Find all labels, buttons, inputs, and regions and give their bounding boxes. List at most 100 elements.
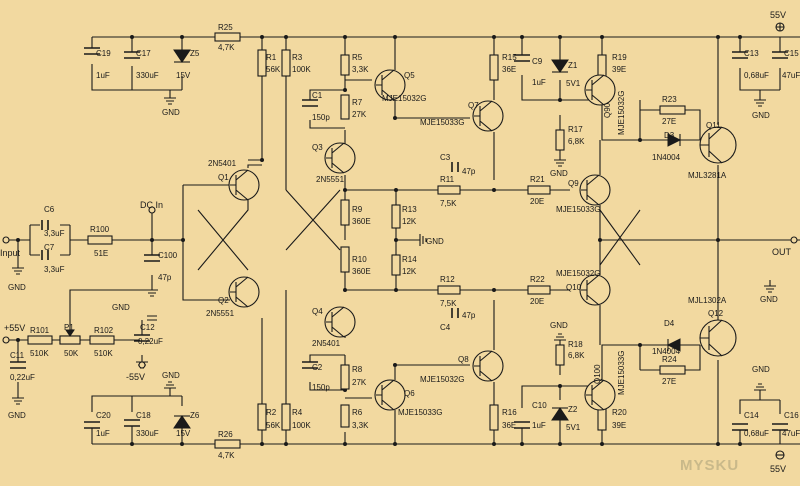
svg-text:100K: 100K [292,421,311,430]
q11-symbol [699,126,737,164]
q7-symbol [472,100,504,132]
svg-text:R14: R14 [402,255,417,264]
svg-text:C4: C4 [440,323,451,332]
svg-text:MJE15033G: MJE15033G [617,351,626,395]
svg-text:D3: D3 [664,131,675,140]
input-rail-pos: +55V [4,323,25,333]
svg-text:R10: R10 [352,255,367,264]
svg-text:Q9: Q9 [568,179,579,188]
svg-text:R24: R24 [662,355,677,364]
terminals [2,22,798,460]
svg-text:MJL1302A: MJL1302A [688,296,727,305]
resistor-bodies [27,32,686,449]
svg-text:1uF: 1uF [96,429,110,438]
svg-text:47uF: 47uF [782,429,800,438]
svg-text:C11: C11 [10,351,25,360]
svg-text:Q100: Q100 [593,364,602,384]
svg-text:C2: C2 [312,363,323,372]
svg-text:510K: 510K [30,349,49,358]
svg-text:47uF: 47uF [782,71,800,80]
svg-text:27K: 27K [352,110,367,119]
svg-text:7,5K: 7,5K [440,299,457,308]
svg-text:R11: R11 [440,175,455,184]
svg-text:2N5401: 2N5401 [312,339,341,348]
svg-text:C100: C100 [158,251,178,260]
svg-text:5V1: 5V1 [566,423,581,432]
svg-text:56K: 56K [266,421,281,430]
svg-text:R6: R6 [352,408,363,417]
svg-text:Q7: Q7 [468,101,479,110]
svg-text:C17: C17 [136,49,151,58]
svg-text:MJE15032G: MJE15032G [420,375,464,384]
q4-symbol [324,306,356,338]
svg-text:R101: R101 [30,326,50,335]
svg-text:50K: 50K [64,349,79,358]
pot-p1 [59,329,81,345]
svg-text:C6: C6 [44,205,55,214]
svg-text:4,7K: 4,7K [218,451,235,460]
svg-text:GND: GND [752,111,770,120]
svg-text:R102: R102 [94,326,114,335]
rail-pos-label: 55V [770,10,786,20]
q2-symbol [228,276,260,308]
svg-text:3,3uF: 3,3uF [44,229,65,238]
svg-text:C16: C16 [784,411,799,420]
svg-text:C15: C15 [784,49,799,58]
svg-text:20E: 20E [530,197,544,206]
svg-text:27E: 27E [662,377,676,386]
svg-text:1uF: 1uF [532,78,546,87]
svg-text:1uF: 1uF [532,421,546,430]
svg-text:R7: R7 [352,98,363,107]
svg-text:1N4004: 1N4004 [652,153,681,162]
svg-text:R23: R23 [662,95,677,104]
svg-text:Z6: Z6 [190,411,200,420]
svg-text:R8: R8 [352,365,363,374]
svg-text:GND: GND [550,321,568,330]
watermark: MYSKU [680,457,739,474]
svg-text:0,22uF: 0,22uF [10,373,35,382]
svg-text:360E: 360E [352,217,371,226]
svg-text:R4: R4 [292,408,303,417]
svg-text:47p: 47p [462,167,476,176]
svg-text:MJE15032G: MJE15032G [556,269,600,278]
svg-text:C10: C10 [532,401,547,410]
svg-text:150p: 150p [312,383,330,392]
svg-text:39E: 39E [612,421,626,430]
svg-text:R15: R15 [502,53,517,62]
svg-text:2N5551: 2N5551 [316,175,345,184]
svg-text:330uF: 330uF [136,71,159,80]
svg-text:GND: GND [162,371,180,380]
svg-text:R16: R16 [502,408,517,417]
svg-text:0,68uF: 0,68uF [744,71,769,80]
svg-text:R13: R13 [402,205,417,214]
out-label: OUT [772,247,792,257]
svg-text:4,7K: 4,7K [218,43,235,52]
capacitor-plates [10,47,788,431]
svg-text:R18: R18 [568,340,583,349]
svg-text:Z1: Z1 [568,61,578,70]
svg-text:3,3K: 3,3K [352,421,369,430]
svg-text:C1: C1 [312,91,323,100]
q90-symbol [584,74,616,106]
svg-text:P1: P1 [64,323,74,332]
labels: 55V 55V +55V -55V Input OUT DC In GND GN… [0,10,800,474]
svg-text:Q6: Q6 [404,389,415,398]
q8-symbol [472,350,504,382]
svg-text:6,8K: 6,8K [568,351,585,360]
svg-text:27K: 27K [352,378,367,387]
svg-text:Q4: Q4 [312,307,323,316]
svg-text:MJL3281A: MJL3281A [688,171,727,180]
gnd-label: GND [8,283,26,292]
svg-text:R9: R9 [352,205,363,214]
svg-text:Q5: Q5 [404,71,415,80]
svg-text:GND: GND [8,411,26,420]
svg-text:47p: 47p [462,311,476,320]
svg-text:R26: R26 [218,430,233,439]
svg-text:R3: R3 [292,53,303,62]
input-rail-neg: -55V [126,372,145,382]
svg-text:R5: R5 [352,53,363,62]
svg-text:510K: 510K [94,349,113,358]
svg-text:R19: R19 [612,53,627,62]
svg-text:Q11: Q11 [706,121,721,130]
